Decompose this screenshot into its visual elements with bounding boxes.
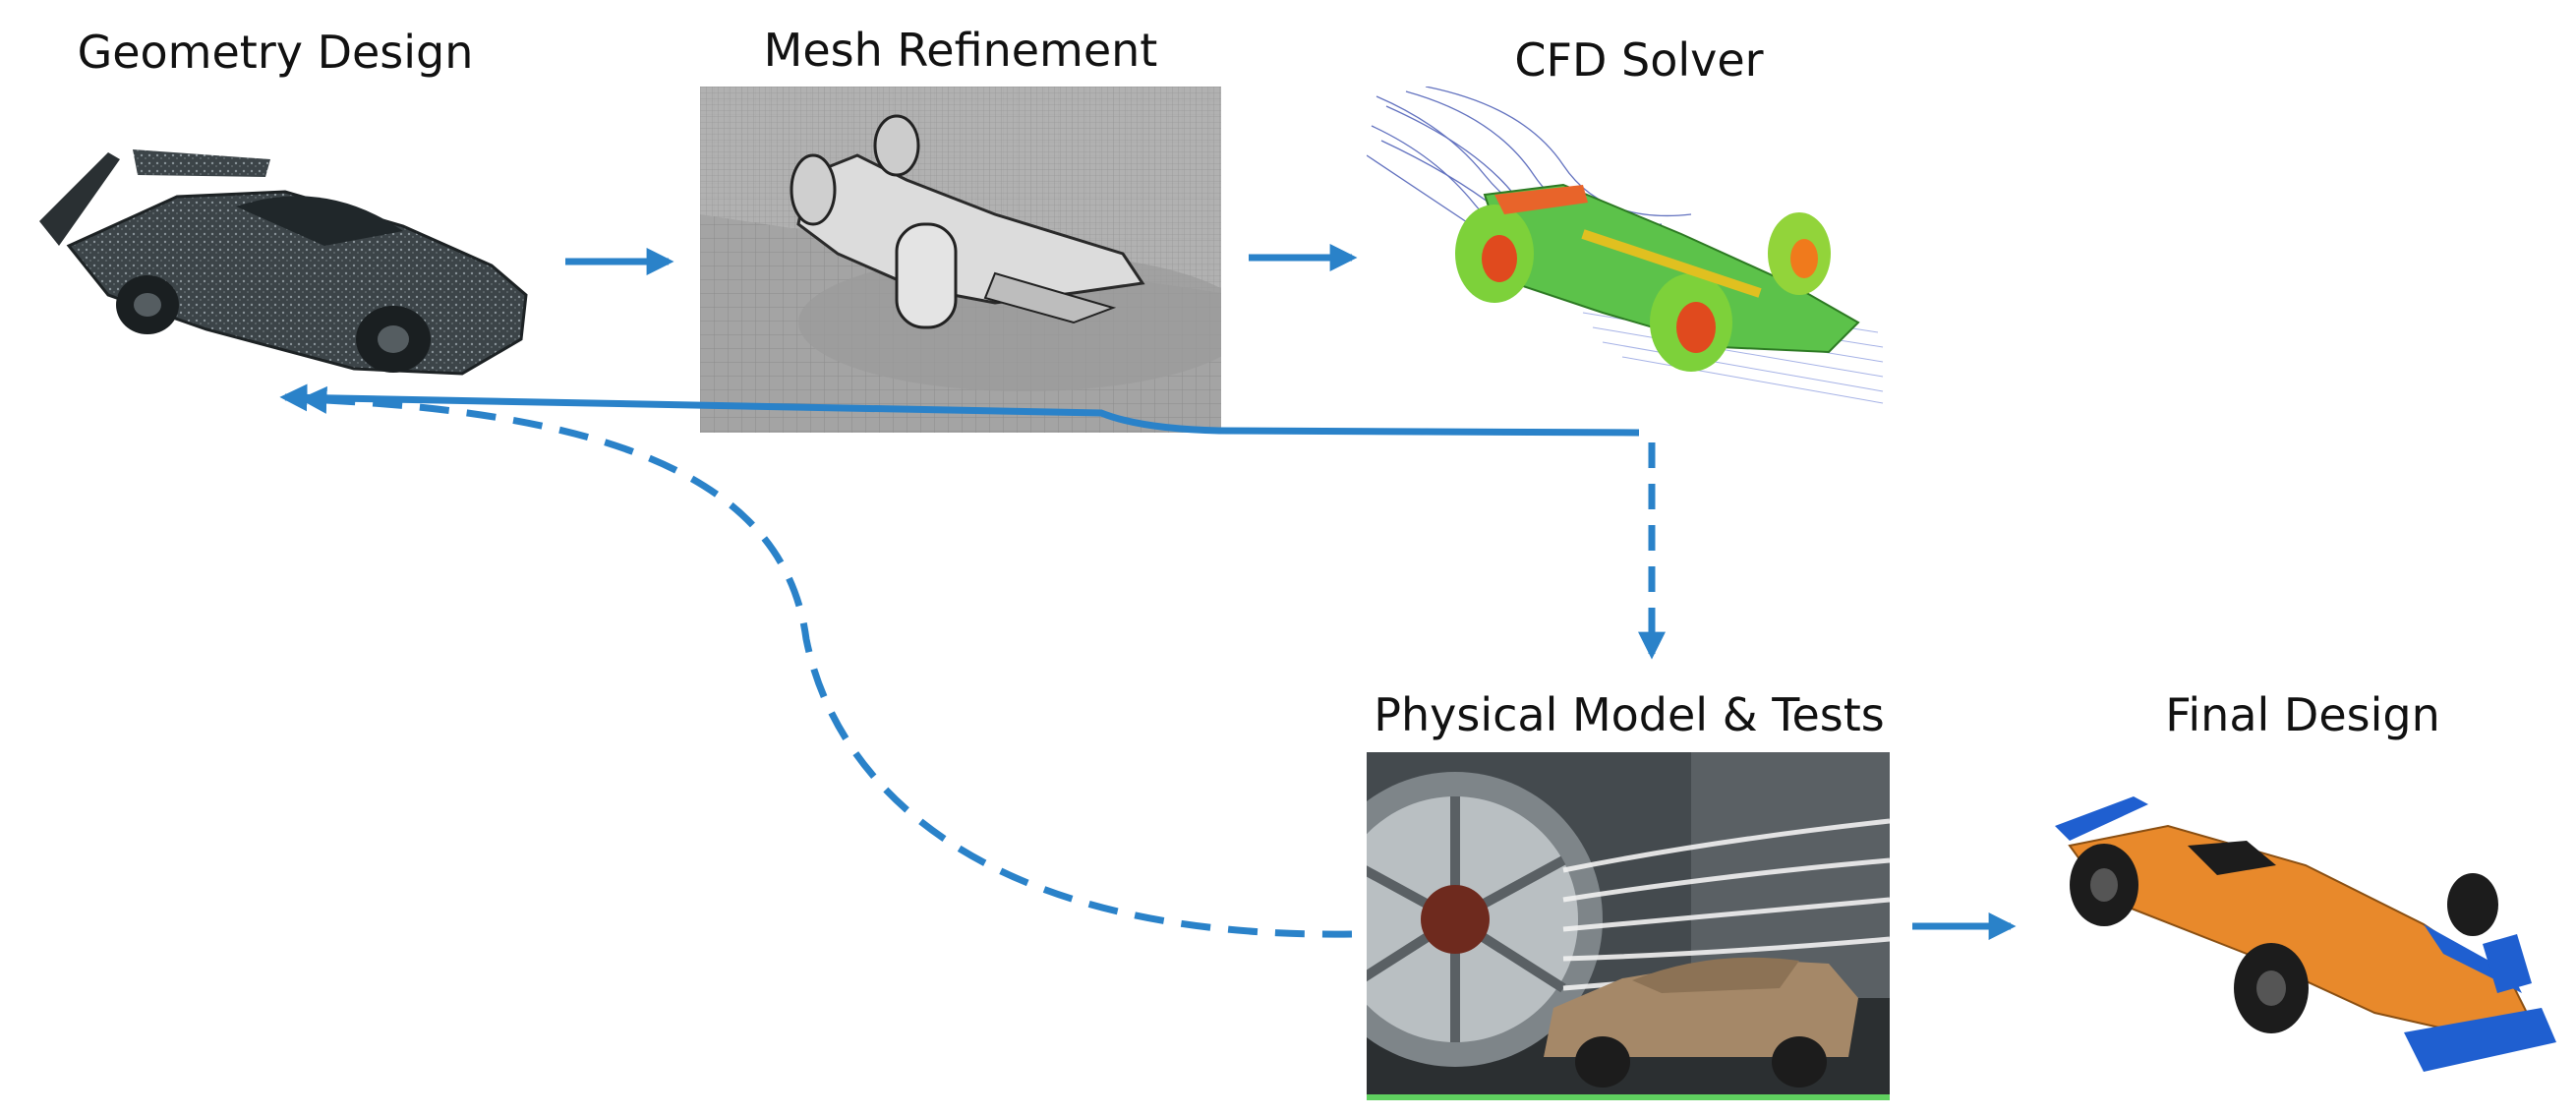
arrow-physical-to-geometry xyxy=(299,385,1353,938)
mesh-refinement-label: Mesh Refinement xyxy=(763,24,1158,77)
geometry-design-label: Geometry Design xyxy=(77,26,474,79)
cfd-solver-label: CFD Solver xyxy=(1514,33,1764,87)
physical-model-tests-image xyxy=(1367,752,1890,1100)
physical-model-tests-label: Physical Model & Tests xyxy=(1374,688,1885,741)
final-design-car-image xyxy=(2050,787,2561,1072)
mesh-refinement-image xyxy=(700,87,1221,433)
cfd-solver-image xyxy=(1367,87,1888,431)
final-design-label: Final Design xyxy=(2165,688,2440,741)
geometry-car-image xyxy=(29,138,541,393)
